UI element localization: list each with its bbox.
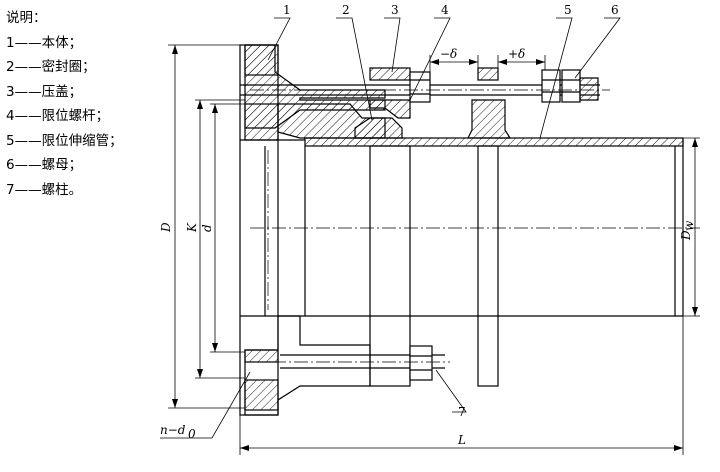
callout-5: 5 [564, 3, 572, 17]
dim-L-label: L [457, 433, 466, 447]
legend: 说明： 1——本体； 2——密封圈； 3——压盖； 4——限位螺杆； 5——限位… [6, 6, 123, 202]
callout-6: 6 [611, 3, 619, 17]
dim-d-label: d [200, 224, 214, 232]
limit-flange-body [467, 99, 512, 139]
gland-lower [369, 145, 411, 387]
dim-minus-delta: −δ [440, 47, 457, 61]
flange-lower-hatch [244, 349, 279, 363]
dim-plus-delta: +δ [508, 47, 525, 61]
dim-D-label: D [159, 222, 173, 233]
legend-title: 说明： [6, 10, 47, 26]
legend-item: 1——本体； [6, 34, 83, 51]
flange-top-hatch [244, 44, 279, 76]
rod-end [579, 77, 599, 101]
dim-Dw-label: D [679, 230, 693, 241]
body-lower [244, 315, 371, 416]
legend-item: 5——限位伸缩管； [6, 132, 123, 149]
limit-flange-top [477, 67, 499, 81]
flange-mid-hatch [244, 103, 279, 141]
dim-n-d0-label: n−d [160, 423, 186, 437]
dim-K-label: K [185, 222, 199, 233]
callout-2: 2 [342, 3, 350, 17]
flange-bottom-hatch [244, 379, 279, 411]
legend-item: 3——压盖； [6, 83, 83, 100]
callout-7: 7 [458, 405, 466, 419]
pipe-wall-top [304, 137, 684, 147]
legend-item: 4——限位螺杆； [6, 108, 110, 124]
callout-3: 3 [391, 3, 399, 17]
callout-4: 4 [441, 3, 449, 17]
legend-item: 6——螺母； [6, 157, 83, 173]
nut-left [409, 71, 431, 103]
dim-Dw-subscript: w [682, 220, 696, 231]
callout-1: 1 [283, 3, 291, 17]
gland-top [369, 67, 411, 81]
dim-n-d0-subscript: 0 [188, 427, 196, 441]
stud-nut [409, 345, 433, 381]
nut-right-1 [541, 69, 561, 103]
legend-item: 7——螺柱。 [6, 181, 83, 198]
legend-item: 2——密封圈； [6, 59, 96, 75]
limit-flange-lower [477, 145, 499, 387]
